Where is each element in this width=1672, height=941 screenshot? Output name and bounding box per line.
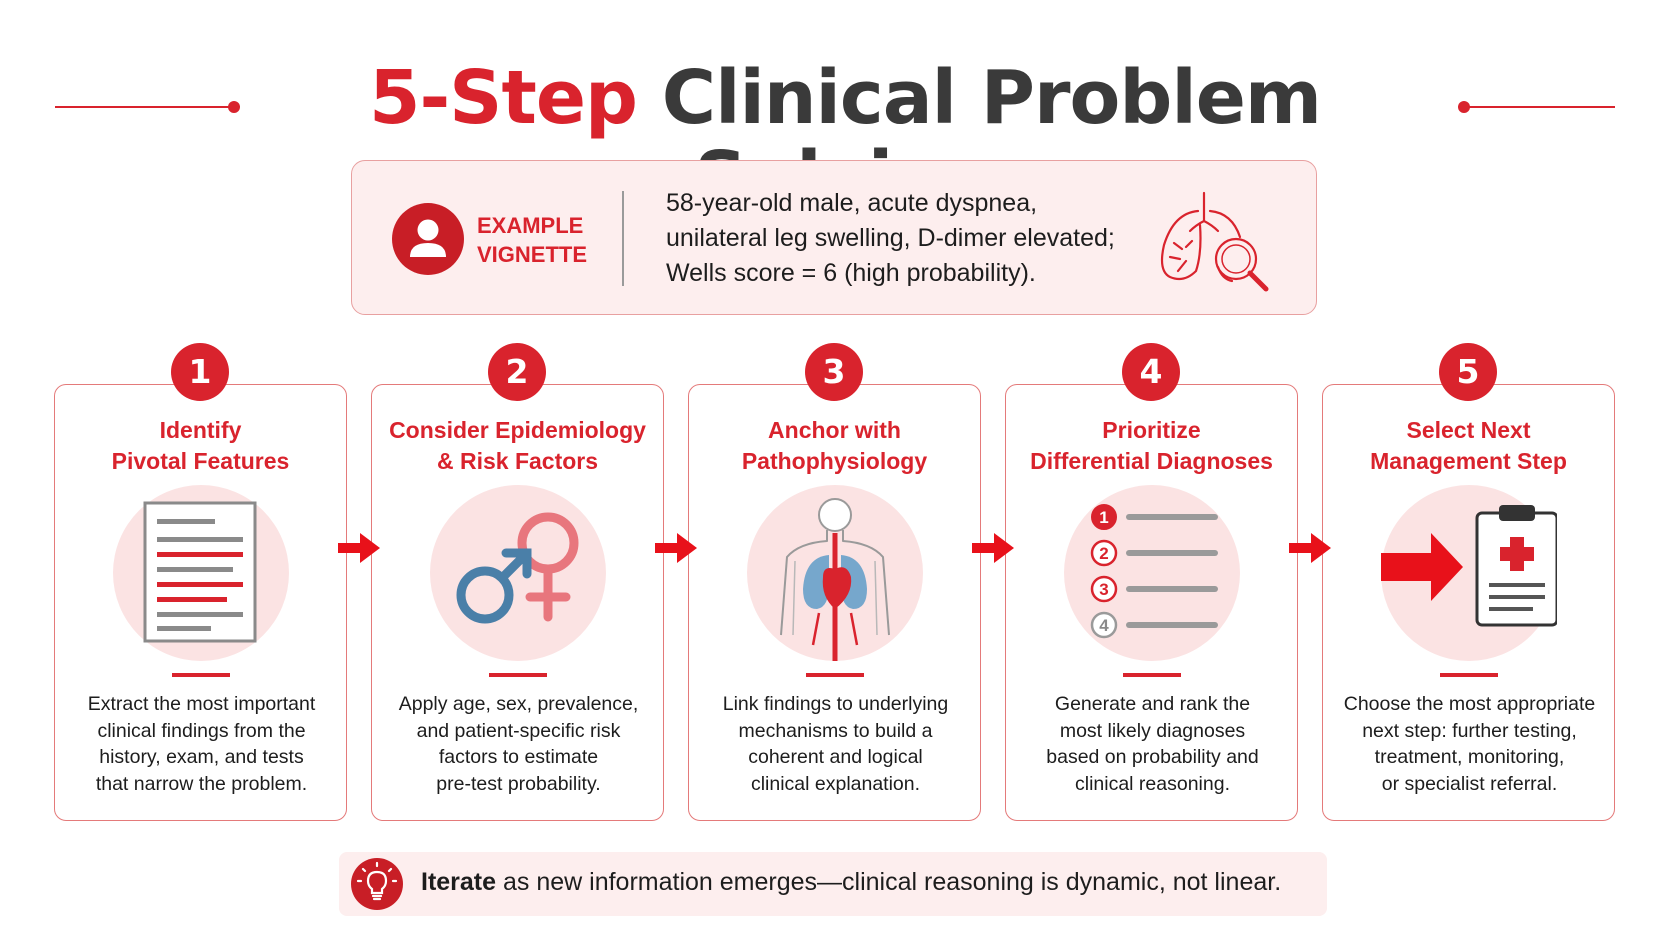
step-desc-line3: factors to estimate xyxy=(438,746,599,768)
list-number-3: 3 xyxy=(1099,580,1108,599)
step-title: Identify Pivotal Features xyxy=(55,415,346,477)
footer-text: Iterate as new information emerges—clini… xyxy=(421,868,1281,897)
step-accent-bar xyxy=(172,673,230,677)
arrow-right-icon xyxy=(336,530,384,566)
title-dot-right xyxy=(1458,101,1470,113)
icon-backdrop xyxy=(430,485,606,661)
step-description: Generate and rank the most likely diagno… xyxy=(1018,691,1287,797)
vignette-text-line3: Wells score = 6 (high probability). xyxy=(666,259,1036,287)
step-description: Link findings to underlying mechanisms t… xyxy=(701,691,970,797)
step-title-line1: Anchor with xyxy=(768,417,901,443)
step-title-line2: & Risk Factors xyxy=(436,448,599,474)
step-accent-bar xyxy=(806,673,864,677)
clipboard-arrow-icon xyxy=(1381,485,1559,661)
vignette-label-line1: EXAMPLE xyxy=(477,213,584,238)
step-desc-line4: clinical reasoning. xyxy=(1074,772,1230,795)
arrow-right-icon xyxy=(653,530,701,566)
step-card-4: Prioritize Differential Diagnoses 1 2 3 xyxy=(1005,384,1298,821)
title-divider-left xyxy=(55,106,235,108)
title-row: 5-Step Clinical Problem Solving xyxy=(0,28,1672,220)
step-desc-line2: mechanisms to build a xyxy=(738,719,933,742)
step-desc-line3: coherent and logical xyxy=(748,746,923,768)
arrow-right-icon xyxy=(970,530,1018,566)
step-2-number: 2 xyxy=(488,343,546,401)
step-desc-line1: Choose the most appropriate xyxy=(1343,693,1596,715)
vignette-text-line1: 58-year-old male, acute dyspnea, xyxy=(666,189,1038,217)
step-desc-line2: most likely diagnoses xyxy=(1059,719,1246,742)
vignette-text-line2: unilateral leg swelling, D-dimer elevate… xyxy=(666,224,1115,252)
step-card-5: Select Next Management Step Choose the m… xyxy=(1322,384,1615,821)
step-desc-line1: Extract the most important xyxy=(87,693,316,715)
step-desc-line3: treatment, monitoring, xyxy=(1374,746,1565,768)
step-5-number: 5 xyxy=(1439,343,1497,401)
step-title: Anchor with Pathophysiology xyxy=(689,415,980,477)
step-accent-bar xyxy=(489,673,547,677)
list-item: 1 xyxy=(1091,504,1218,530)
step-desc-line1: Link findings to underlying xyxy=(722,693,949,715)
step-title: Consider Epidemiology & Risk Factors xyxy=(372,415,663,477)
step-desc-line3: history, exam, and tests xyxy=(99,746,304,768)
step-description: Extract the most important clinical find… xyxy=(67,691,336,797)
step-desc-line4: pre-test probability. xyxy=(436,772,601,795)
vignette-label-line2: VIGNETTE xyxy=(477,242,588,267)
step-3-number: 3 xyxy=(805,343,863,401)
step-card-1: Identify Pivotal Features Extract the mo… xyxy=(54,384,347,821)
step-title-line2: Pathophysiology xyxy=(741,448,928,474)
step-title-line1: Select Next xyxy=(1406,417,1531,443)
ranked-list-icon: 1 2 3 4 xyxy=(1064,485,1240,661)
lightbulb-icon xyxy=(351,858,403,910)
list-number-2: 2 xyxy=(1099,544,1108,563)
step-1-number: 1 xyxy=(171,343,229,401)
title-divider-right xyxy=(1465,106,1615,108)
step-card-2: Consider Epidemiology & Risk Factors App… xyxy=(371,384,664,821)
vignette-text: 58-year-old male, acute dyspnea, unilate… xyxy=(666,186,1146,291)
example-vignette: EXAMPLE VIGNETTE 58-year-old male, acute… xyxy=(351,160,1317,315)
step-accent-bar xyxy=(1440,673,1498,677)
step-accent-bar xyxy=(1123,673,1181,677)
step-title: Select Next Management Step xyxy=(1323,415,1614,477)
vignette-divider xyxy=(622,191,624,286)
list-item: 2 xyxy=(1090,539,1218,567)
step-desc-line3: based on probability and xyxy=(1046,746,1259,768)
lungs-magnifier-icon xyxy=(1152,183,1282,301)
step-description: Apply age, sex, prevalence, and patient-… xyxy=(384,691,653,797)
step-title-line1: Identify xyxy=(159,417,242,443)
document-highlight-icon xyxy=(113,485,289,661)
arrow-right-icon xyxy=(1287,530,1335,566)
step-title-line1: Consider Epidemiology xyxy=(389,417,646,443)
step-desc-line1: Generate and rank the xyxy=(1054,693,1251,715)
user-icon xyxy=(392,203,464,275)
list-item: 3 xyxy=(1090,575,1218,603)
step-desc-line2: and patient-specific risk xyxy=(416,719,621,742)
step-desc-line2: clinical findings from the xyxy=(97,719,306,742)
footer-bold: Iterate xyxy=(421,868,497,896)
step-4-number: 4 xyxy=(1122,343,1180,401)
footer-note: Iterate as new information emerges—clini… xyxy=(339,852,1327,916)
step-desc-line2: next step: further testing, xyxy=(1362,719,1577,742)
step-desc-line4: or specialist referral. xyxy=(1381,772,1558,795)
step-title-line2: Management Step xyxy=(1370,448,1567,474)
title-dot-left xyxy=(228,101,240,113)
anatomy-heart-lungs-icon xyxy=(747,485,923,661)
footer-rest: as new information emerges—clinical reas… xyxy=(496,868,1282,896)
list-item: 4 xyxy=(1090,611,1218,639)
step-desc-line1: Apply age, sex, prevalence, xyxy=(398,693,639,715)
list-number-1: 1 xyxy=(1099,508,1108,527)
step-title-line1: Prioritize xyxy=(1102,417,1201,443)
step-desc-line4: clinical explanation. xyxy=(750,772,921,795)
vignette-label: EXAMPLE VIGNETTE xyxy=(477,211,627,269)
list-number-4: 4 xyxy=(1099,616,1109,635)
title-accent: 5-Step xyxy=(368,55,638,141)
male-female-symbols-icon xyxy=(430,485,606,661)
step-title-line2: Differential Diagnoses xyxy=(1030,448,1273,474)
step-title: Prioritize Differential Diagnoses xyxy=(1006,415,1297,477)
step-title-line2: Pivotal Features xyxy=(111,448,290,474)
step-card-3: Anchor with Pathophysiology Link finding… xyxy=(688,384,981,821)
step-description: Choose the most appropriate next step: f… xyxy=(1335,691,1604,797)
step-desc-line4: that narrow the problem. xyxy=(95,772,308,795)
